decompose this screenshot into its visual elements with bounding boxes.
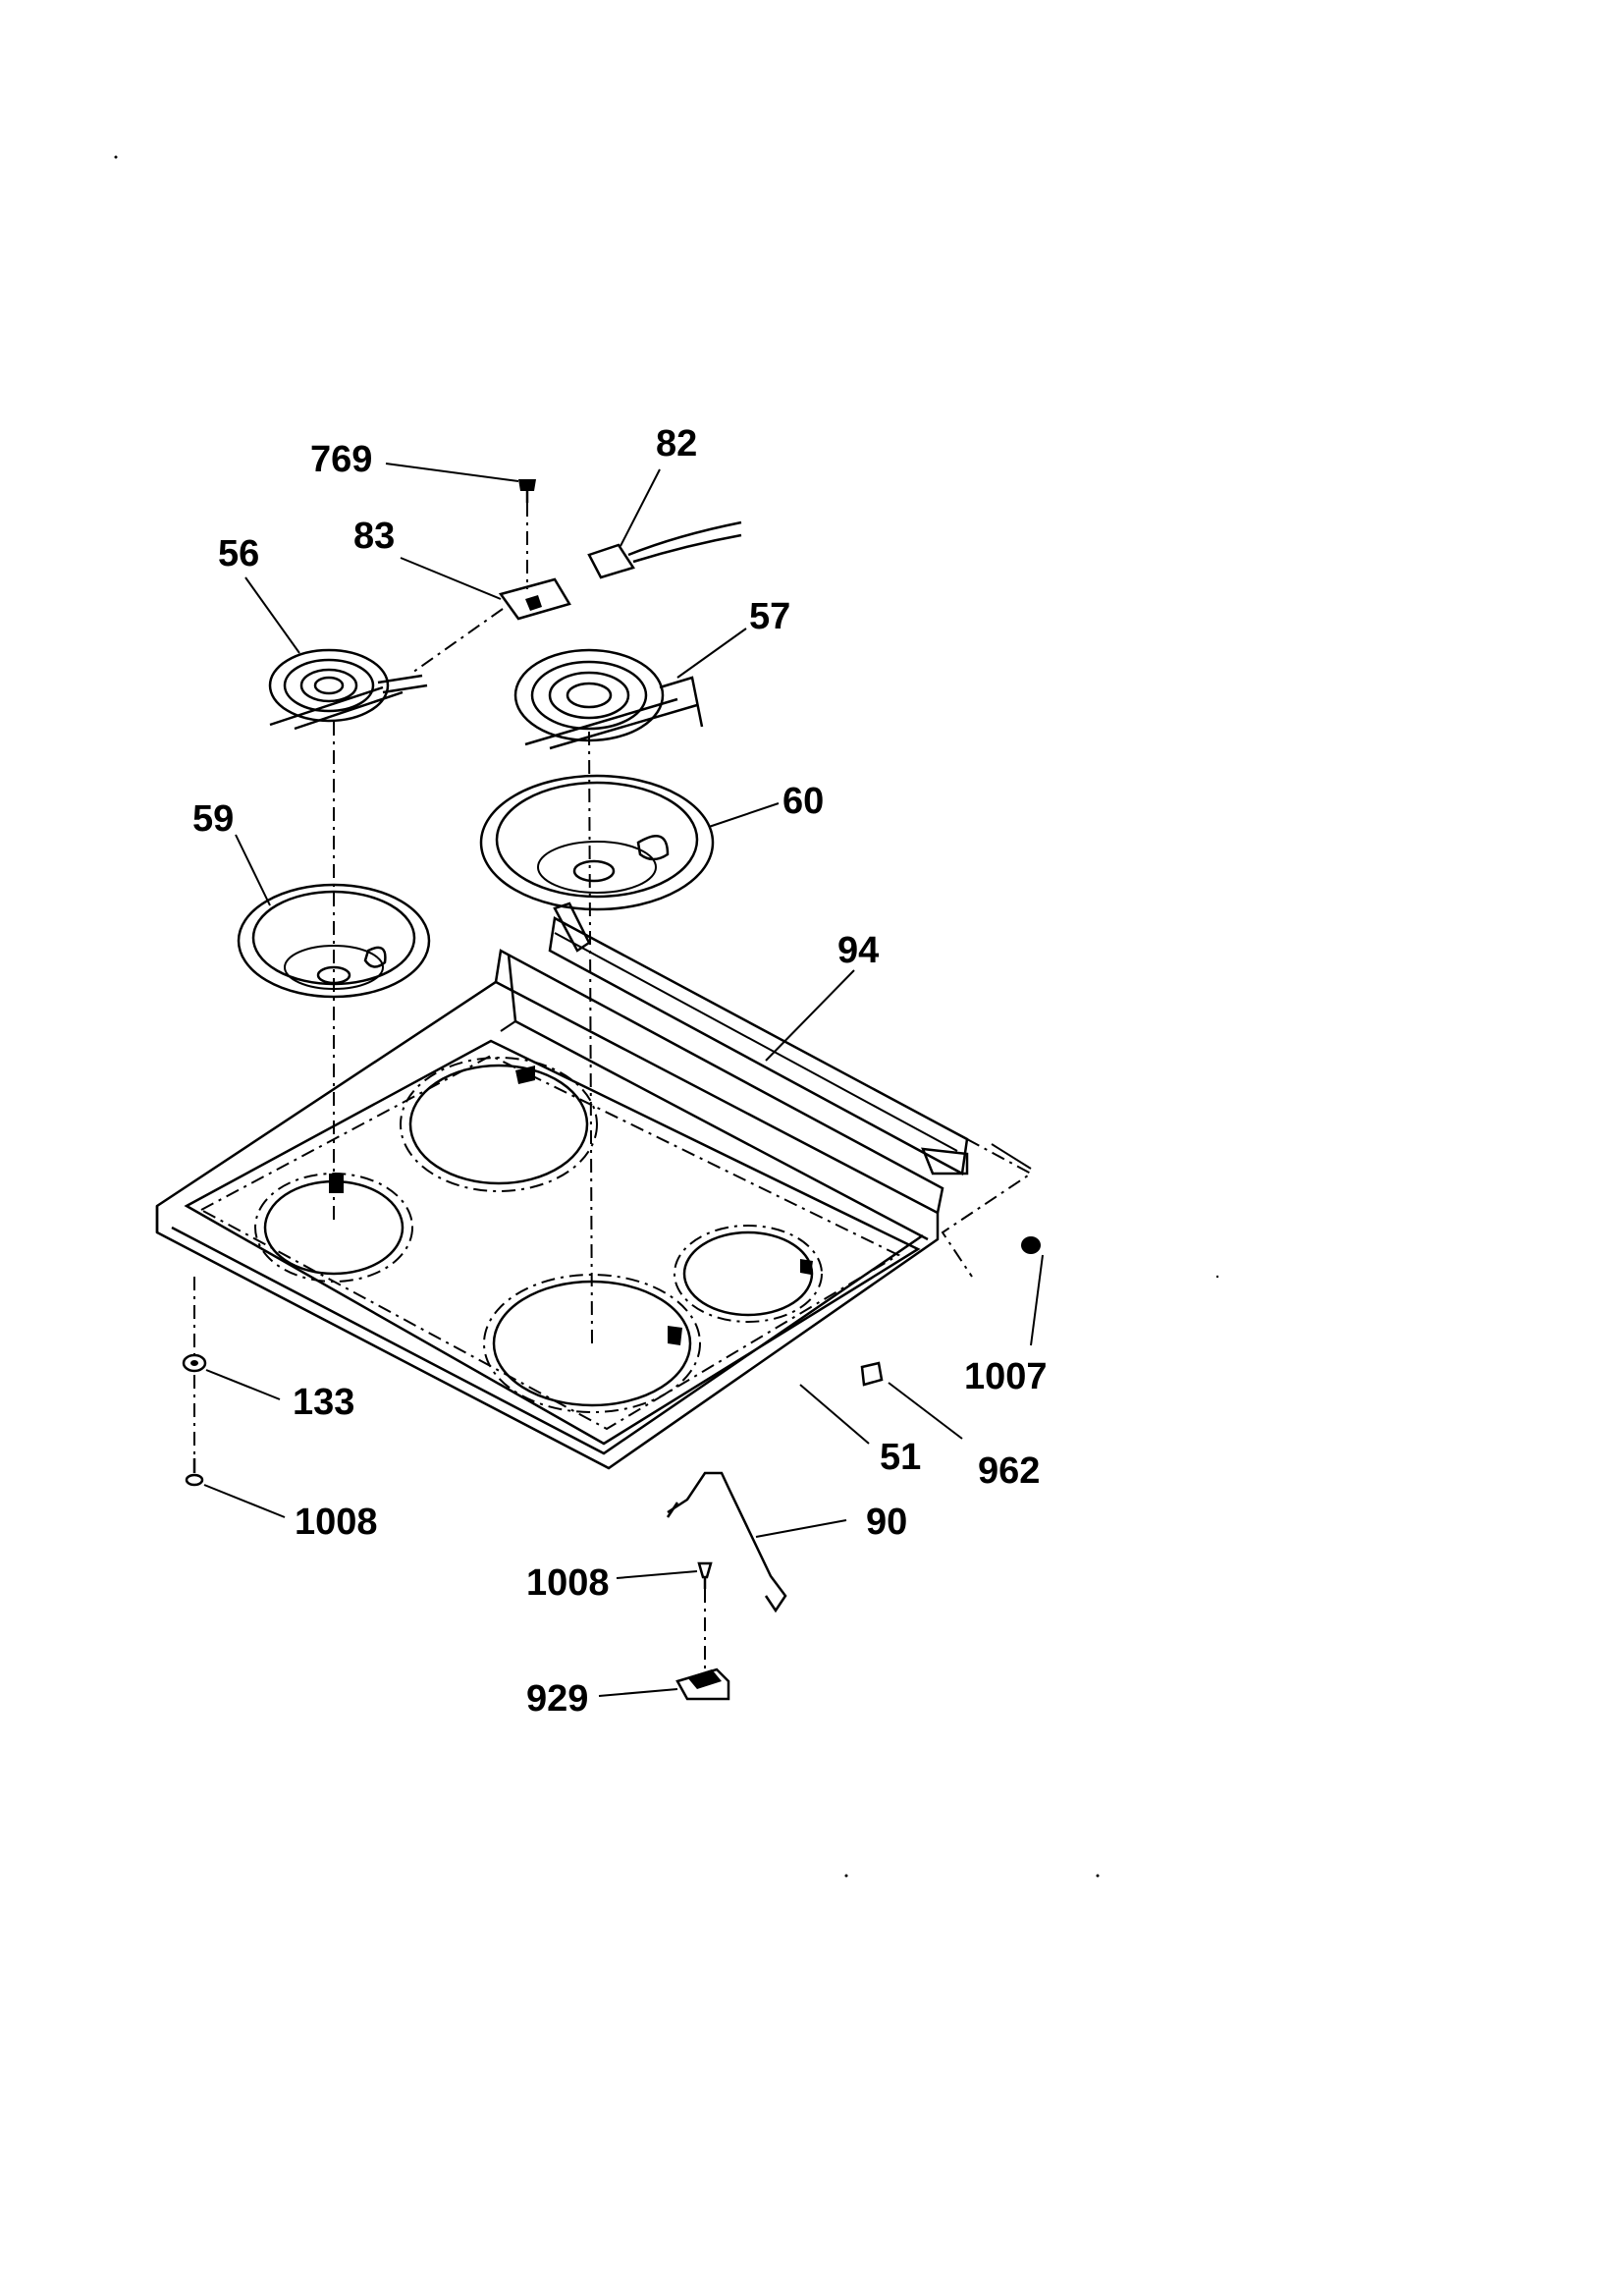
leader-lines (203, 463, 1044, 1697)
screw-1008-bottom-drawing (697, 1561, 713, 1589)
label-51: 51 (880, 1437, 921, 1478)
large-surface-unit-drawing (513, 648, 704, 750)
label-57: 57 (749, 596, 790, 637)
label-59: 59 (192, 798, 234, 840)
bracket-929-drawing (675, 1667, 730, 1701)
small-surface-unit-drawing (268, 648, 428, 731)
large-drip-pan-drawing (479, 774, 715, 911)
label-769: 769 (310, 439, 372, 480)
cooktop-drawing (155, 902, 1033, 1470)
label-94: 94 (837, 930, 879, 971)
label-1007: 1007 (964, 1356, 1048, 1397)
part-labels: 769 82 83 56 57 59 60 94 1007 133 1008 5… (192, 423, 1048, 1720)
label-60: 60 (782, 781, 824, 822)
label-962: 962 (978, 1450, 1040, 1492)
label-1008-bottom: 1008 (526, 1562, 610, 1604)
screw-1008-left-drawing (185, 1458, 204, 1487)
label-90: 90 (866, 1502, 907, 1543)
label-1008-left: 1008 (295, 1502, 378, 1543)
terminal-block-drawing (587, 520, 742, 579)
screw-1007-drawing (1021, 1236, 1041, 1254)
receptacle-drawing (498, 577, 571, 621)
support-rod-drawing (666, 1471, 787, 1613)
clip-962-drawing (860, 1361, 884, 1387)
label-133: 133 (293, 1382, 354, 1423)
assembly-lines (193, 503, 706, 1669)
label-56: 56 (218, 533, 259, 574)
label-929: 929 (526, 1678, 588, 1720)
scan-specks (114, 155, 1219, 1878)
screw-769-drawing (518, 479, 536, 503)
grommet-drawing (182, 1353, 207, 1373)
label-82: 82 (656, 423, 697, 465)
label-83: 83 (353, 516, 395, 557)
